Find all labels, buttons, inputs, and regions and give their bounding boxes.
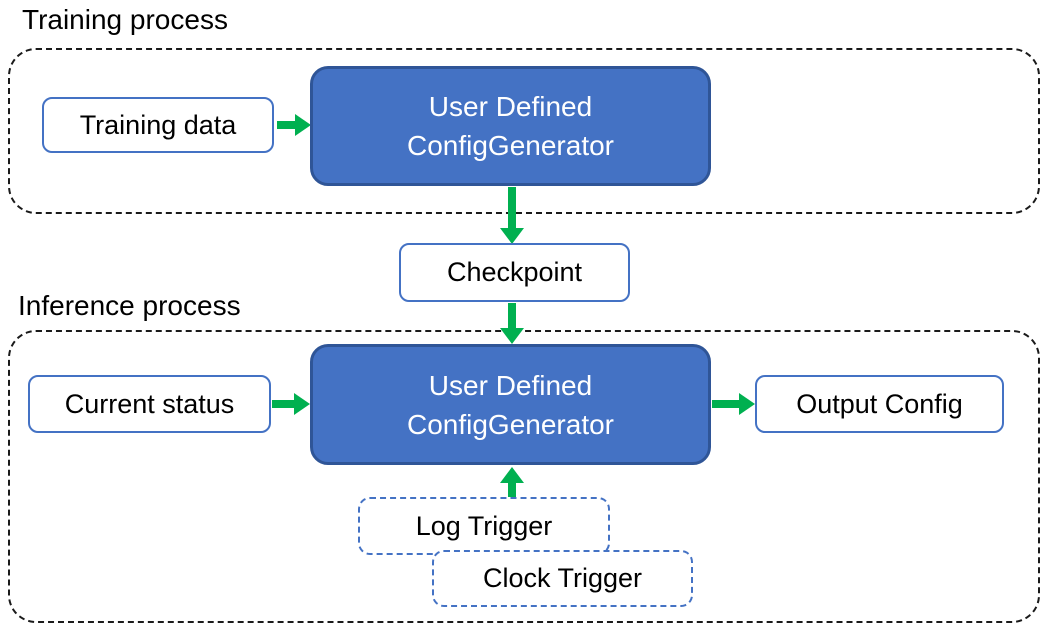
config-generator-training-node: User Defined ConfigGenerator xyxy=(310,66,711,186)
arrow-triggers-to-generator xyxy=(500,467,524,497)
training-process-title: Training process xyxy=(22,4,228,35)
arrow-stem xyxy=(277,121,295,129)
checkpoint-node: Checkpoint xyxy=(399,243,630,302)
training-data-label: Training data xyxy=(79,109,237,140)
current-status-node: Current status xyxy=(28,375,271,433)
clock-trigger-node: Clock Trigger xyxy=(432,550,693,607)
config-generator-inference-line2: ConfigGenerator xyxy=(406,408,614,440)
arrow-training-data-to-generator xyxy=(277,114,311,136)
arrow-head-icon xyxy=(295,114,311,136)
config-generator-inference-line1: User Defined xyxy=(428,369,593,401)
log-trigger-node: Log Trigger xyxy=(358,497,610,555)
arrow-stem xyxy=(508,187,516,228)
config-generator-training-line2: ConfigGenerator xyxy=(406,130,614,161)
arrow-generator-to-checkpoint xyxy=(500,187,524,244)
clock-trigger-label: Clock Trigger xyxy=(482,563,643,593)
inference-process-container xyxy=(8,330,1040,623)
config-generator-training-line1: User Defined xyxy=(428,91,593,122)
arrow-head-icon xyxy=(500,228,524,244)
training-process-container xyxy=(8,48,1040,214)
inference-process-title: Inference process xyxy=(18,290,241,321)
arrow-stem xyxy=(508,483,516,497)
arrow-stem xyxy=(272,400,294,408)
config-generator-inference-node: User Defined ConfigGenerator xyxy=(310,344,711,465)
training-data-node: Training data xyxy=(42,97,274,153)
arrow-current-status-to-generator xyxy=(272,393,310,415)
arrow-stem xyxy=(508,303,516,328)
arrow-head-icon xyxy=(294,393,310,415)
arrow-stem xyxy=(712,400,739,408)
log-trigger-label: Log Trigger xyxy=(415,510,553,541)
arrow-head-icon xyxy=(500,328,524,344)
arrow-head-icon xyxy=(500,467,524,483)
checkpoint-label: Checkpoint xyxy=(446,257,583,287)
arrow-checkpoint-to-generator xyxy=(500,303,524,344)
output-config-label: Output Config xyxy=(796,388,963,419)
current-status-label: Current status xyxy=(64,388,235,419)
arrow-head-icon xyxy=(739,393,755,415)
arrow-generator-to-output-config xyxy=(712,393,755,415)
output-config-node: Output Config xyxy=(755,375,1004,433)
